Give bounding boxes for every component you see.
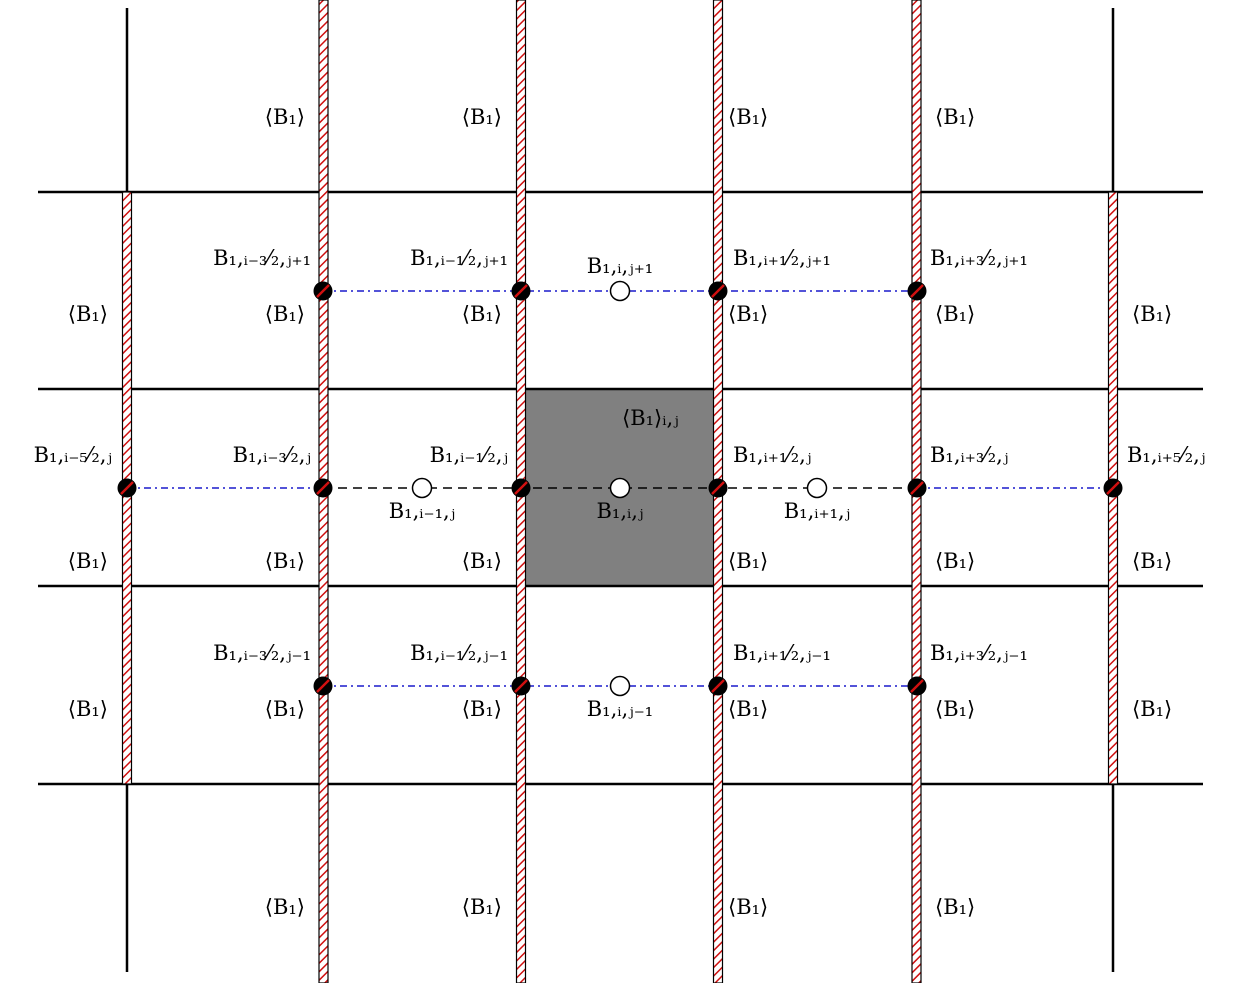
avg-label-r4-c4: ⟨B₁⟩	[728, 697, 768, 721]
center-point-i-jp1	[609, 280, 631, 302]
face-point-i-mh-jp1	[511, 281, 531, 301]
face-point-i-p3h-j	[907, 478, 927, 498]
avg-label-r5-c2: ⟨B₁⟩	[265, 895, 305, 919]
label-face-i-ph-jp1: B₁,ᵢ₊₁⁄₂,ⱼ₊₁	[733, 246, 831, 270]
face-point-i-ph-j	[708, 478, 728, 498]
label-center-i-jm1: B₁,ᵢ,ⱼ₋₁	[587, 697, 653, 721]
face-point-i-p3h-jm1	[907, 676, 927, 696]
center-point-i-j	[609, 477, 631, 499]
face-labels: B₁,ᵢ₋₃⁄₂,ⱼ₊₁ B₁,ᵢ₋₁⁄₂,ⱼ₊₁ B₁,ᵢ,ⱼ₊₁ B₁,ᵢ₊…	[34, 246, 1206, 721]
avg-label-r2-c6: ⟨B₁⟩	[1132, 302, 1172, 326]
avg-label-r4-c3: ⟨B₁⟩	[462, 697, 502, 721]
label-face-i-mh-jm1: B₁,ᵢ₋₁⁄₂,ⱼ₋₁	[410, 641, 508, 665]
center-point-im1-j	[411, 477, 433, 499]
avg-label-r3-c6: ⟨B₁⟩	[1132, 549, 1172, 573]
outer-vertical-lines	[125, 8, 1115, 972]
avg-label-r2-c5: ⟨B₁⟩	[935, 302, 975, 326]
label-face-i-mh-jp1: B₁,ᵢ₋₁⁄₂,ⱼ₊₁	[410, 246, 508, 270]
avg-label-r2-c1: ⟨B₁⟩	[68, 302, 108, 326]
cell-average-labels: ⟨B₁⟩ ⟨B₁⟩ ⟨B₁⟩ ⟨B₁⟩ ⟨B₁⟩ ⟨B₁⟩ ⟨B₁⟩ ⟨B₁⟩ …	[68, 105, 1173, 919]
face-point-i-ph-jm1	[708, 676, 728, 696]
label-face-i-m3h-jp1: B₁,ᵢ₋₃⁄₂,ⱼ₊₁	[213, 246, 311, 270]
label-face-i-p3h-jm1: B₁,ᵢ₊₃⁄₂,ⱼ₋₁	[930, 641, 1028, 665]
face-point-i-m3h-j	[313, 478, 333, 498]
label-face-i-m3h-j: B₁,ᵢ₋₃⁄₂,ⱼ	[233, 443, 311, 467]
center-points	[411, 280, 828, 697]
label-face-i-p3h-jp1: B₁,ᵢ₊₃⁄₂,ⱼ₊₁	[930, 246, 1028, 270]
avg-label-ij: ⟨B₁⟩ᵢ,ⱼ	[622, 406, 679, 430]
avg-label-r1-c5: ⟨B₁⟩	[935, 105, 975, 129]
blue-links	[127, 290, 1113, 687]
avg-label-r4-c5: ⟨B₁⟩	[935, 697, 975, 721]
label-face-i-m5h-j: B₁,ᵢ₋₅⁄₂,ⱼ	[34, 443, 112, 467]
center-point-i-jm1	[609, 675, 631, 697]
avg-label-r1-c3: ⟨B₁⟩	[462, 105, 502, 129]
label-face-i-mh-j: B₁,ᵢ₋₁⁄₂,ⱼ	[430, 443, 508, 467]
face-point-i-m3h-jm1	[313, 676, 333, 696]
avg-label-r5-c5: ⟨B₁⟩	[935, 895, 975, 919]
avg-label-r3-c4: ⟨B₁⟩	[728, 549, 768, 573]
avg-label-r3-c5: ⟨B₁⟩	[935, 549, 975, 573]
face-point-i-p3h-jp1	[907, 281, 927, 301]
label-face-i-m3h-jm1: B₁,ᵢ₋₃⁄₂,ⱼ₋₁	[213, 641, 311, 665]
avg-label-r3-c1: ⟨B₁⟩	[68, 549, 108, 573]
avg-label-r1-c2: ⟨B₁⟩	[265, 105, 305, 129]
face-point-i-ph-jp1	[708, 281, 728, 301]
avg-label-r5-c3: ⟨B₁⟩	[462, 895, 502, 919]
horizontal-grid-lines	[38, 190, 1203, 786]
label-center-i-jp1: B₁,ᵢ,ⱼ₊₁	[587, 254, 653, 278]
avg-label-r3-c3: ⟨B₁⟩	[462, 549, 502, 573]
avg-label-r2-c2: ⟨B₁⟩	[265, 302, 305, 326]
label-face-i-ph-jm1: B₁,ᵢ₊₁⁄₂,ⱼ₋₁	[733, 641, 831, 665]
avg-label-r1-c4: ⟨B₁⟩	[728, 105, 768, 129]
face-point-i-p5h-j	[1103, 478, 1123, 498]
avg-label-r4-c1: ⟨B₁⟩	[68, 697, 108, 721]
center-point-ip1-j	[806, 477, 828, 499]
face-points	[117, 281, 1123, 696]
face-point-i-m5h-j	[117, 478, 137, 498]
label-center-i-j: B₁,ᵢ,ⱼ	[597, 499, 644, 523]
avg-label-r4-c6: ⟨B₁⟩	[1132, 697, 1172, 721]
avg-label-r4-c2: ⟨B₁⟩	[265, 697, 305, 721]
avg-label-r5-c4: ⟨B₁⟩	[728, 895, 768, 919]
label-center-im1-j: B₁,ᵢ₋₁,ⱼ	[389, 499, 455, 523]
label-face-i-p5h-j: B₁,ᵢ₊₅⁄₂,ⱼ	[1127, 443, 1205, 467]
avg-label-r3-c2: ⟨B₁⟩	[265, 549, 305, 573]
label-face-i-ph-j: B₁,ᵢ₊₁⁄₂,ⱼ	[733, 443, 811, 467]
label-face-i-p3h-j: B₁,ᵢ₊₃⁄₂,ⱼ	[930, 443, 1008, 467]
face-point-i-mh-jm1	[511, 676, 531, 696]
label-center-ip1-j: B₁,ᵢ₊₁,ⱼ	[784, 499, 850, 523]
avg-label-r2-c4: ⟨B₁⟩	[728, 302, 768, 326]
face-point-i-mh-j	[511, 478, 531, 498]
avg-label-r2-c3: ⟨B₁⟩	[462, 302, 502, 326]
face-point-i-m3h-jp1	[313, 281, 333, 301]
